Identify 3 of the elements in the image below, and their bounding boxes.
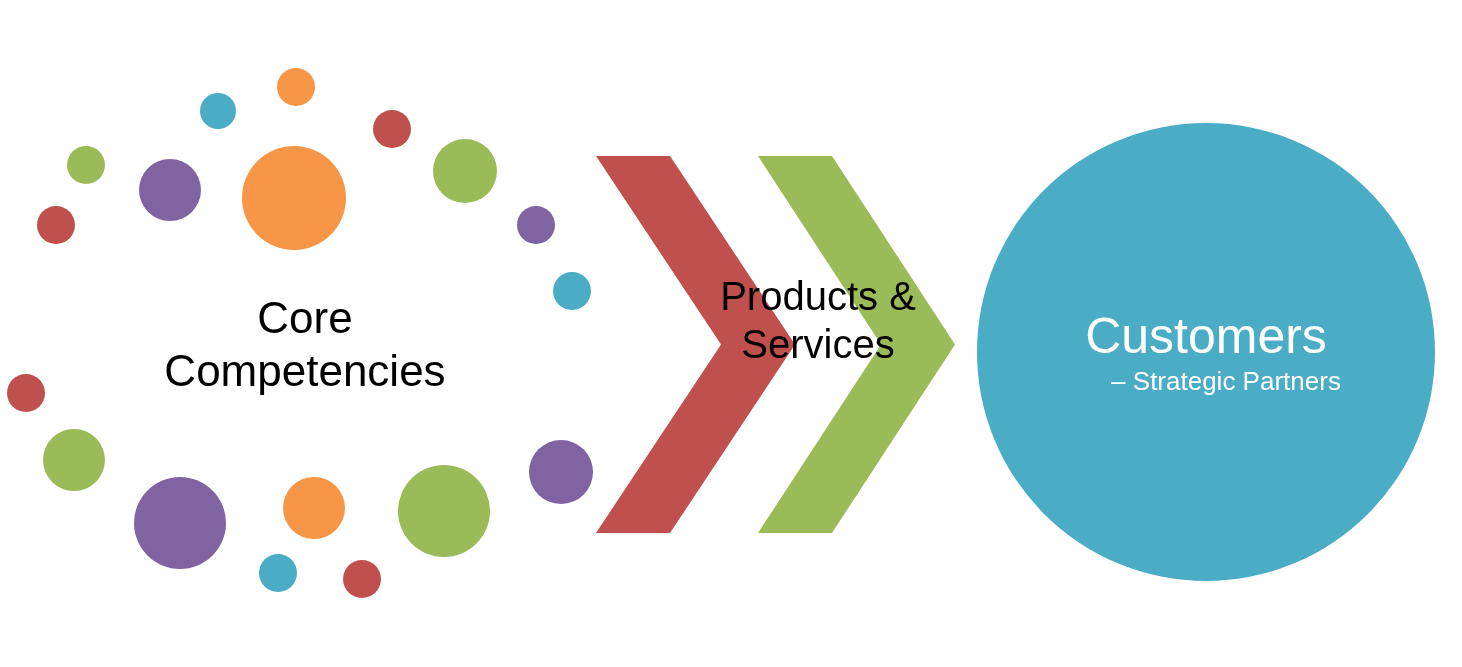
node-title: Core Competencies: [163, 292, 447, 397]
node-subtitle: – Strategic Partners: [1111, 366, 1341, 398]
node-title: Customers: [1085, 307, 1327, 367]
